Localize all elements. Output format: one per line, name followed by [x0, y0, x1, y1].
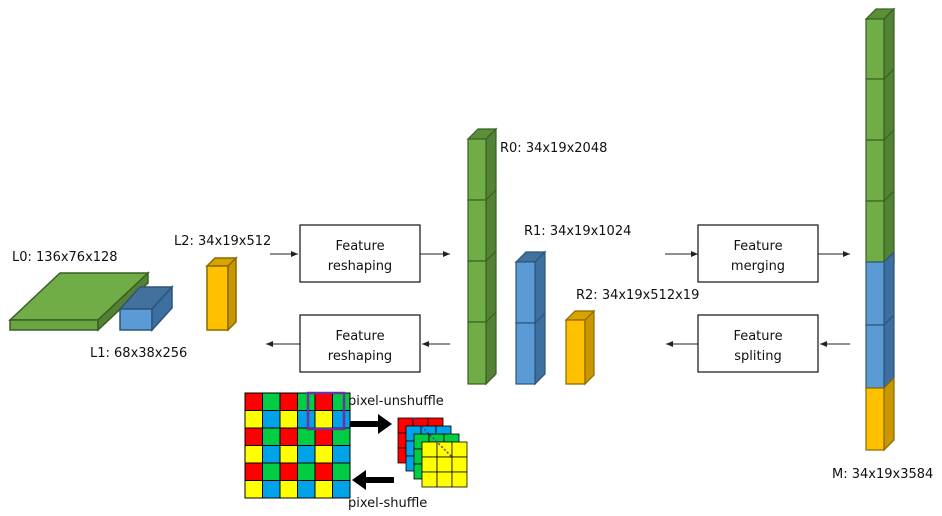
- pixel-cell: [244, 445, 263, 464]
- l2-label: L2: 34x19x512: [174, 234, 271, 249]
- pixel-shuffle-label: pixel-shuffle: [348, 496, 427, 511]
- shuffle-arrow: [352, 470, 394, 490]
- pixel-cell: [279, 462, 298, 481]
- feature-merging-line1: Feature: [733, 239, 782, 254]
- pixel-cell: [332, 427, 351, 446]
- pixel-cell: [297, 462, 316, 481]
- feature-reshaping-bottom-line1: Feature: [335, 329, 384, 344]
- pixel-cell: [279, 392, 298, 411]
- r2-label: R2: 34x19x512x19: [576, 288, 699, 303]
- pixel-cell: [314, 445, 333, 464]
- pixel-cell: [262, 445, 281, 464]
- pixel-cell: [279, 410, 298, 429]
- stack-cell: [421, 471, 438, 488]
- pixel-cell: [262, 462, 281, 481]
- pixel-cell: [332, 462, 351, 481]
- pixel-cell: [244, 392, 263, 411]
- r1-tensor: [514, 250, 547, 386]
- feature-reshaping-bottom-line2: reshaping: [328, 349, 392, 364]
- pixel-cell: [244, 480, 263, 499]
- l2-tensor: [205, 256, 238, 332]
- stack-cell: [436, 456, 453, 473]
- feature-spliting-line1: Feature: [733, 329, 782, 344]
- pixel-cell: [279, 480, 298, 499]
- stack-highlight: [412, 417, 453, 458]
- pixel-grid: [244, 392, 351, 499]
- pixel-cell: [314, 410, 333, 429]
- r2-tensor: [564, 309, 596, 386]
- pixel-cell: [314, 392, 333, 411]
- feature-spliting-line2: spliting: [734, 349, 781, 364]
- pixel-cell: [262, 392, 281, 411]
- unshuffled-stack: [397, 417, 468, 488]
- pixel-cell: [262, 427, 281, 446]
- pixel-cell: [279, 445, 298, 464]
- unshuffle-arrow: [350, 414, 392, 434]
- m-label: M: 34x19x3584: [832, 467, 933, 482]
- pixel-unshuffle-label: pixel-unshuffle: [348, 394, 444, 409]
- pixel-cell: [297, 445, 316, 464]
- pixel-cell: [279, 427, 298, 446]
- feature-reshaping-top-box: Feature reshaping: [299, 224, 421, 283]
- pixel-cell: [244, 462, 263, 481]
- l1-label: L1: 68x38x256: [90, 346, 187, 361]
- pixel-cell: [314, 427, 333, 446]
- pixel-cell: [332, 445, 351, 464]
- r0-label: R0: 34x19x2048: [500, 141, 607, 156]
- stack-cell: [451, 471, 468, 488]
- m-tensor: [864, 7, 896, 452]
- stack-cell: [451, 441, 468, 458]
- stack-cell: [421, 456, 438, 473]
- pixel-cell: [297, 392, 316, 411]
- l1-tensor: [118, 285, 174, 332]
- pixel-cell: [244, 410, 263, 429]
- l0-label: L0: 136x76x128: [12, 250, 118, 265]
- pixel-cell: [262, 480, 281, 499]
- stack-cell: [421, 441, 438, 458]
- r1-label: R1: 34x19x1024: [524, 224, 631, 239]
- pixel-cell: [297, 410, 316, 429]
- stack-cell: [451, 456, 468, 473]
- feature-merging-line2: merging: [731, 259, 785, 274]
- feature-merging-box: Feature merging: [697, 224, 819, 283]
- grid-highlight: [306, 391, 346, 431]
- feature-reshaping-bottom-box: Feature reshaping: [299, 314, 421, 373]
- pixel-cell: [332, 480, 351, 499]
- pixel-cell: [297, 427, 316, 446]
- stack-cell: [436, 471, 453, 488]
- pixel-cell: [297, 480, 316, 499]
- pixel-cell: [314, 480, 333, 499]
- pixel-cell: [332, 410, 351, 429]
- r0-tensor: [466, 127, 498, 386]
- feature-spliting-box: Feature spliting: [697, 314, 819, 373]
- pixel-cell: [262, 410, 281, 429]
- feature-reshaping-top-line2: reshaping: [328, 259, 392, 274]
- pixel-cell: [244, 427, 263, 446]
- l0-tensor: [8, 271, 150, 332]
- feature-reshaping-top-line1: Feature: [335, 239, 384, 254]
- pixel-cell: [314, 462, 333, 481]
